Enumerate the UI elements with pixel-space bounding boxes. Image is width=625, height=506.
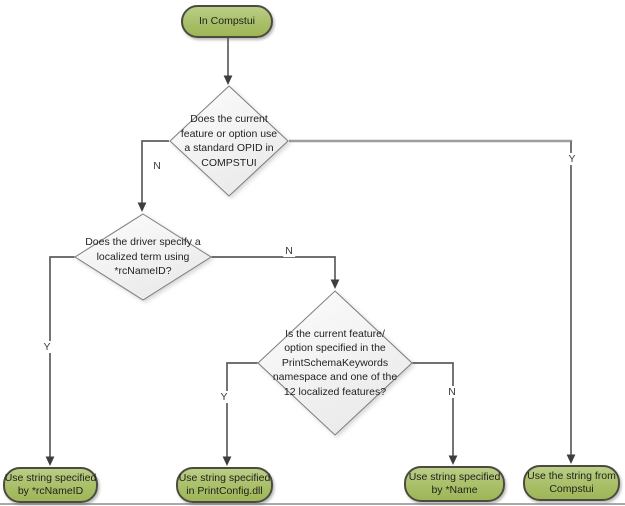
node-label-line: Does the current [190, 113, 268, 125]
arrowhead-down-icon [223, 75, 233, 85]
edge-label-opid-no: N [151, 160, 163, 172]
result-compstui: Use the string from Compstui [523, 465, 620, 501]
edge-label-schema-no: N [446, 386, 458, 398]
decision-rcnameid: Does the driver specify a localized term… [74, 213, 212, 301]
arrowhead-down-icon [222, 456, 232, 466]
node-start: In Compstui [181, 5, 273, 38]
diamond-shape [257, 290, 413, 436]
node-label-line: Use string specified [408, 471, 501, 483]
page-edge-line [0, 503, 625, 505]
node-label-line: Use string specified [178, 472, 271, 484]
node-label-line: Does the driver specify a [85, 236, 201, 249]
edge-label-rcnameid-yes: Y [41, 341, 53, 353]
edge-rcnameid-no-line [211, 256, 336, 281]
node-label-line: COMPSTUI [201, 156, 257, 169]
node-label-line: Use the string from [527, 470, 616, 482]
node-label-line: namespace and one of the [272, 371, 398, 384]
result-rcnameid: Use string specified by *rcNameID [3, 467, 98, 503]
node-label-line: *rcNameID? [114, 265, 172, 278]
node-label: Is the current feature/ option specified… [257, 290, 413, 436]
arrowhead-down-icon [448, 455, 458, 465]
arrowhead-down-icon [566, 454, 576, 464]
edge-rcnameid-yes-line [49, 256, 75, 458]
node-label-line: feature or option use [180, 127, 278, 140]
node-label-line: Is the current feature/ [285, 327, 385, 340]
node-label-line: Use string specified [4, 472, 97, 484]
node-label-line: Compstui [549, 483, 594, 495]
edge-schema-no-line [412, 362, 454, 457]
node-label: In Compstui [198, 15, 256, 27]
arrowhead-down-icon [45, 456, 55, 466]
edge-label-schema-yes: Y [218, 391, 230, 403]
edge-label-rcnameid-no: N [283, 245, 295, 257]
decision-standard-opid: Does the current feature or option use a… [169, 85, 289, 197]
decision-printschema-keywords: Is the current feature/ option specified… [257, 290, 413, 436]
node-label-line: option specified in the [284, 342, 386, 355]
node-label-line: by *Name [431, 484, 478, 496]
node-label: Does the driver specify a localized term… [74, 213, 212, 301]
diamond-shape [74, 213, 212, 301]
node-label-line: PrintSchemaKeywords [281, 356, 389, 369]
result-name: Use string specified by *Name [404, 466, 505, 502]
edge-schema-yes-line [226, 362, 258, 458]
diamond-shape [169, 85, 289, 197]
node-label-line: by *rcNameID [17, 485, 84, 497]
edge-label-opid-yes: Y [566, 153, 578, 165]
arrowhead-down-icon [330, 279, 340, 289]
node-label-line: a standard OPID in [184, 142, 274, 154]
result-printconfig: Use string specified in PrintConfig.dll [176, 467, 273, 503]
node-label-line: 12 localized features? [283, 385, 387, 398]
node-label: Does the current feature or option use a… [169, 85, 289, 197]
node-label-line: in PrintConfig.dll [186, 485, 263, 497]
arrowhead-down-icon [137, 202, 147, 212]
edge-opid-no-line [141, 140, 169, 204]
node-label-line: localized term using [96, 250, 190, 263]
